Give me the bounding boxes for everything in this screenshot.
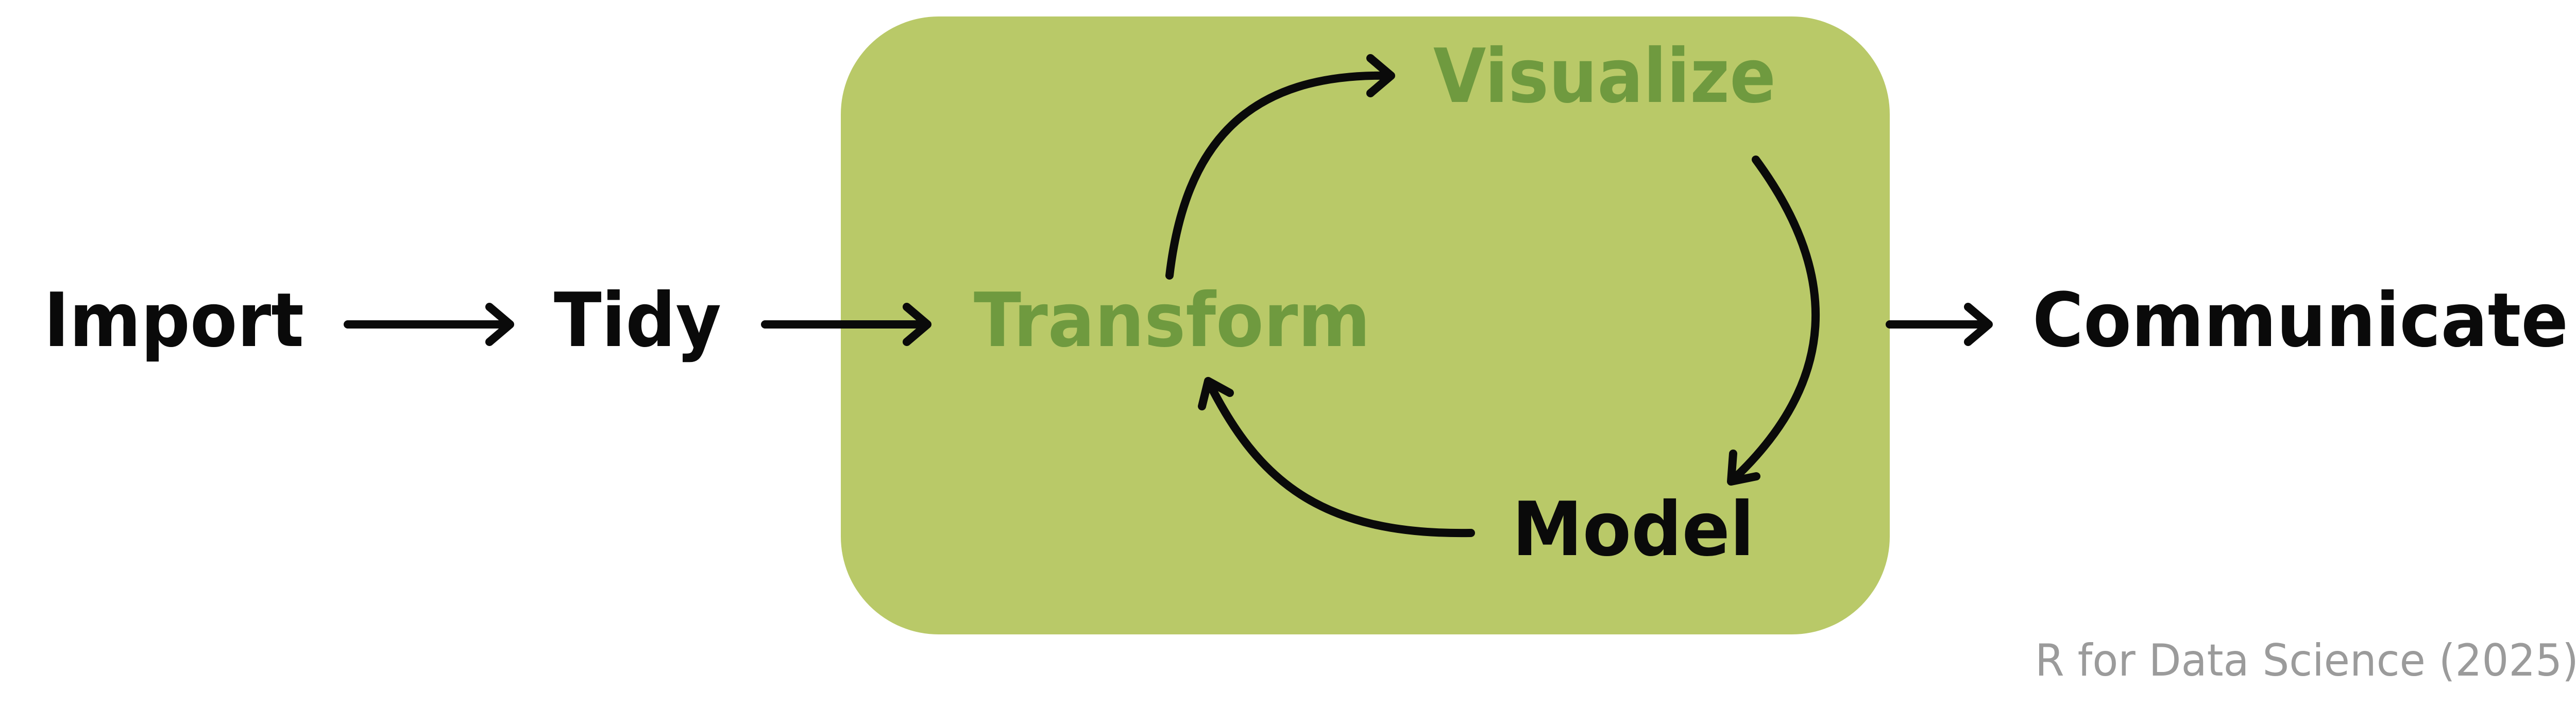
node-model: Model xyxy=(1512,486,1754,573)
arrow-program-to-communicate xyxy=(1886,303,1993,346)
node-tidy: Tidy xyxy=(554,277,721,364)
arrow-tidy-to-transform xyxy=(761,303,931,346)
source-caption: R for Data Science (2025) xyxy=(2035,635,2576,686)
node-import: Import xyxy=(44,277,304,364)
node-visualize: Visualize xyxy=(1433,33,1776,120)
program-box xyxy=(841,16,1890,634)
arrow-visualize-to-model xyxy=(1727,156,1820,486)
arrow-transform-to-visualize xyxy=(1165,54,1395,280)
node-transform: Transform xyxy=(974,277,1370,364)
arrow-import-to-tidy xyxy=(344,303,514,346)
arrow-model-to-transform xyxy=(1198,377,1475,538)
node-communicate: Communicate xyxy=(2032,277,2568,364)
